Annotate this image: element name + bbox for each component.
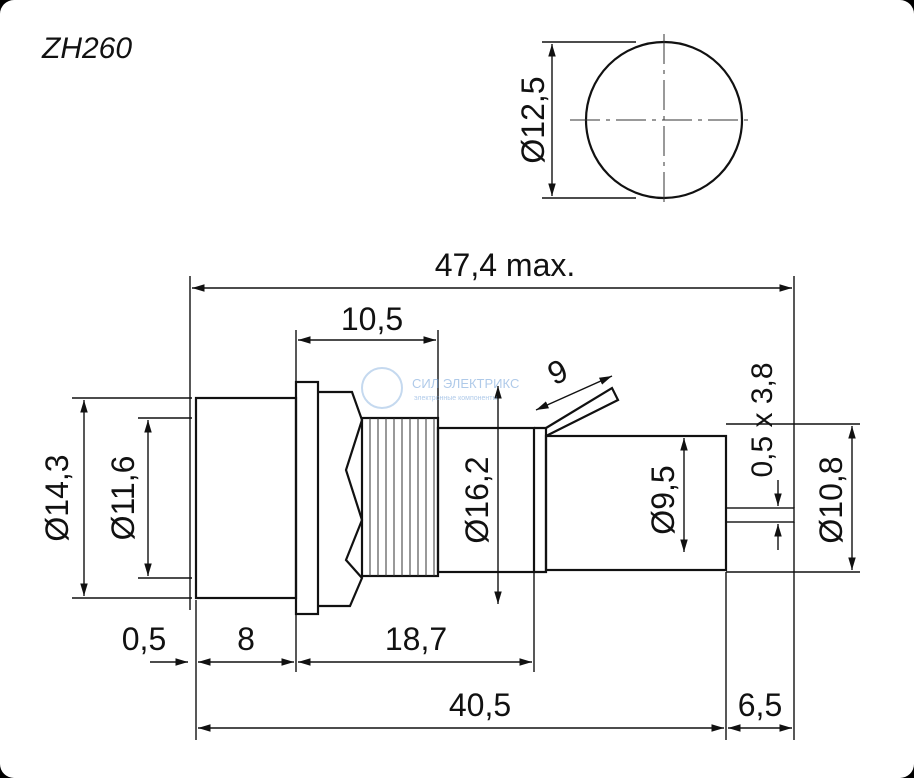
thread-length-label: 10,5 [341,301,403,337]
lever-length-label: 9 [542,352,573,392]
dimension-line-lever [535,375,613,411]
nut-diameter-label: Ø16,2 [459,456,495,543]
body-length-label: 40,5 [449,687,511,723]
cap-length-label: 8 [237,621,255,657]
toggle-lever [545,386,620,437]
outer-diameter-label: Ø14,3 [39,454,75,541]
flange-gap-label: 0,5 [122,621,166,657]
side-view [194,380,795,616]
hex-nut [318,390,364,608]
thread-lines [369,418,435,576]
switch-body [436,426,536,574]
watermark-logo-icon [361,367,403,409]
threaded-bushing [360,416,440,578]
dimension-labels: 47,4 max. 10,5 9 0,5 x 3,8 Ø14,3 Ø11,6 Ø… [39,247,849,723]
thread-body-length-label: 18,7 [385,621,447,657]
part-number-title: ZH260 [41,32,132,65]
watermark-brand: СИЛ ЭЛЕКТРИКС [412,376,519,391]
front-flange [294,380,320,616]
rear-diameter-label: Ø10,8 [813,456,849,543]
terminal-pin [725,507,795,523]
rear-housing [544,434,728,572]
body-diameter-label: Ø9,5 [645,465,681,534]
button-cap [194,396,298,600]
dimension-lines [72,276,860,740]
front-view: Ø12,5 [515,34,748,204]
front-diameter-label: Ø12,5 [515,76,551,163]
overall-length-label: 47,4 max. [435,247,576,283]
inner-diameter-label: Ø11,6 [105,456,141,541]
watermark-tagline: электронные компоненты [414,395,498,402]
pin-length-label: 6,5 [738,687,782,723]
watermark: СИЛ ЭЛЕКТРИКС электронные компоненты [361,367,519,409]
pin-size-label: 0,5 x 3,8 [746,362,779,477]
body-step [534,426,548,574]
